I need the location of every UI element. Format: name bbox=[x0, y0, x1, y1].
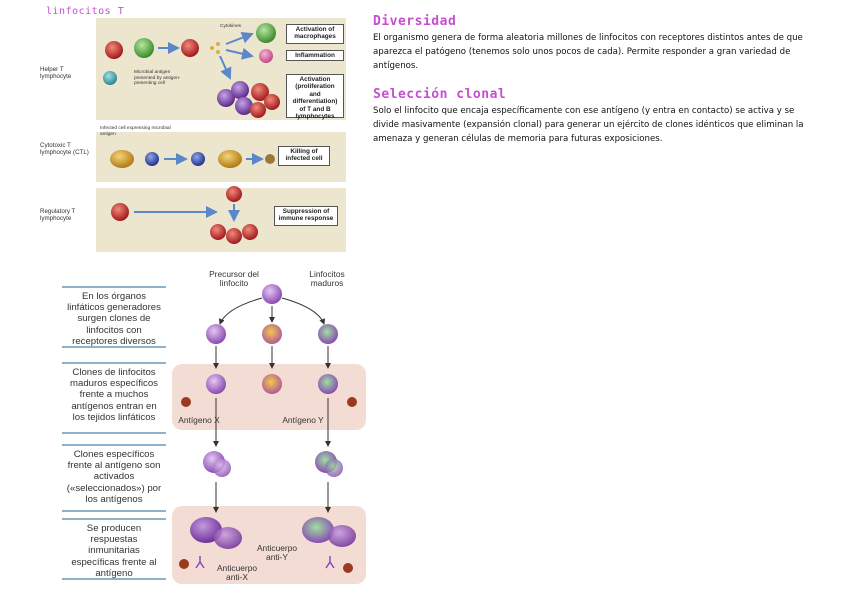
outcome-suppression: Suppression of immune response bbox=[274, 206, 338, 226]
mature-lymphocytes-label: Linfocitos maduros bbox=[309, 269, 345, 289]
ctl-cell-2 bbox=[191, 152, 205, 166]
outcome-inflammation: Inflammation bbox=[286, 50, 344, 61]
text-seleccion-clonal: Solo el linfocito que encaja específicam… bbox=[373, 106, 804, 144]
precursor-cell bbox=[262, 284, 282, 304]
outcome-activation-macrophages: Activation of macrophages bbox=[286, 24, 344, 44]
infected-cell-2 bbox=[218, 150, 242, 168]
activated-helper bbox=[181, 39, 199, 57]
infected-cell-1 bbox=[110, 150, 134, 168]
antigen-y-particle bbox=[347, 397, 357, 407]
figure1-artwork bbox=[103, 23, 280, 244]
step-mature-clones: Clones de linfocitos maduros específicos… bbox=[62, 362, 166, 434]
infected-cell-label: Infected cell expressing microbial antig… bbox=[100, 126, 171, 137]
ctl-cell-1 bbox=[145, 152, 159, 166]
figure2-artwork bbox=[179, 284, 357, 573]
t-lymphocyte-functions-figure: Helper T lymphocyte Cytotoxic T lymphocy… bbox=[40, 18, 346, 254]
helper-t-label: Helper T lymphocyte bbox=[40, 66, 72, 80]
macrophage-cell bbox=[256, 23, 276, 43]
clonal-selection-figure: Precursor del linfocito Linfocitos madur… bbox=[56, 268, 368, 588]
cytokines-label: Cytokines bbox=[220, 24, 242, 29]
heading-diversidad: Diversidad bbox=[373, 14, 457, 29]
outcome-killing-infected-cell: Killing of infected cell bbox=[278, 146, 330, 166]
helper-t-cell bbox=[105, 41, 123, 59]
page-title: linfocitos T bbox=[46, 6, 125, 17]
antigen-x-particle bbox=[181, 397, 191, 407]
regulatory-t-label: Regulatory T lymphocyte bbox=[40, 208, 76, 222]
killed-cell bbox=[265, 154, 275, 164]
step-response: Se producen respuestas inmunitarias espe… bbox=[62, 518, 166, 580]
outcome-lymphocyte-activation: Activation (proliferation and differenti… bbox=[286, 74, 344, 120]
precursor-label: Precursor del linfocito bbox=[209, 269, 259, 289]
ctl-label: Cytotoxic T lymphocyte (CTL) bbox=[40, 142, 89, 156]
antibody-anti-y-label: Anticuerpo anti-Y bbox=[256, 543, 298, 563]
step-selection: Clones específicos frente al antígeno so… bbox=[62, 444, 166, 512]
notes-panel: Diversidad El organismo genera de forma … bbox=[373, 14, 823, 146]
heading-seleccion-clonal: Selección clonal bbox=[373, 87, 507, 102]
antigen-x-label: Antígeno X bbox=[178, 415, 220, 425]
text-diversidad: El organismo genera de forma aleatoria m… bbox=[373, 33, 803, 71]
step-diversity: En los órganos linfáticos generadores su… bbox=[62, 286, 166, 348]
regulatory-t-cell bbox=[111, 203, 129, 221]
antigen-y-label: Antígeno Y bbox=[282, 415, 324, 425]
apc-cell bbox=[134, 38, 154, 58]
microbial-antigen-label: Microbial antigen presented by antigen-p… bbox=[134, 70, 181, 87]
inflammation-cell bbox=[259, 49, 273, 63]
antibody-anti-x-label: Anticuerpo anti-X bbox=[216, 563, 258, 583]
apc-small bbox=[103, 71, 117, 85]
